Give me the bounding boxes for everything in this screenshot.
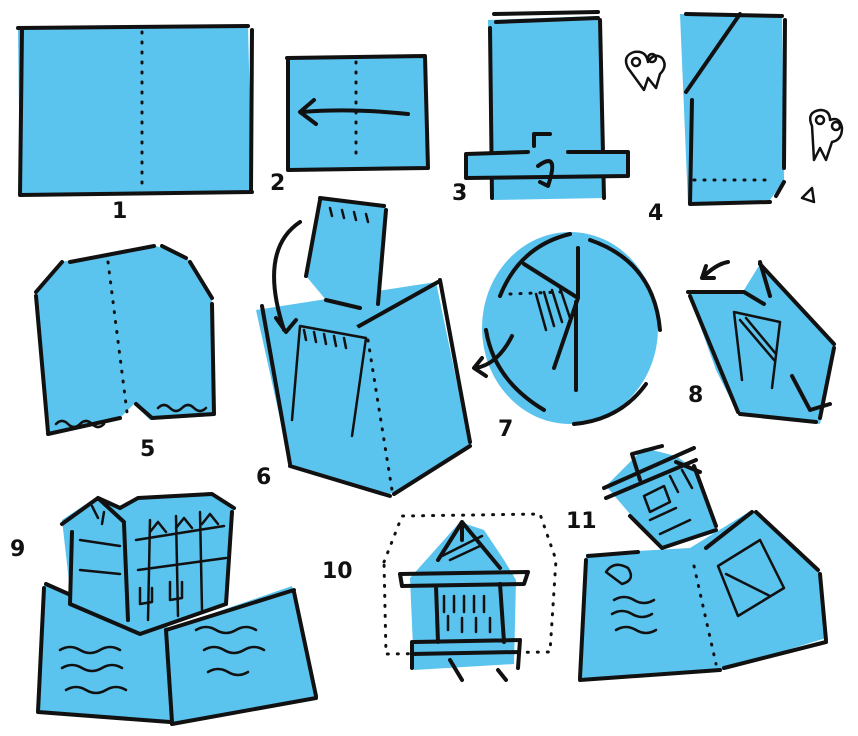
- step-6-card: [256, 198, 470, 496]
- step-3-number: 3: [452, 181, 467, 206]
- step-1-number: 1: [112, 199, 127, 224]
- step-10-number: 10: [322, 559, 353, 584]
- step-5-sheet: [36, 246, 214, 436]
- step-4-sheet: [680, 14, 814, 204]
- step-5-number: 5: [140, 437, 155, 462]
- step-9-book: [36, 492, 318, 724]
- step-8-card: [688, 262, 836, 424]
- pop-up-house-icon: [62, 492, 234, 634]
- step-8-number: 8: [688, 383, 703, 408]
- fold-arrow-icon: [702, 262, 728, 278]
- step-10-cutout: [384, 514, 556, 680]
- scrap-triangle: [802, 188, 814, 202]
- step-1-sheet: [18, 26, 252, 195]
- step-11-number: 11: [566, 509, 597, 534]
- step-4-number: 4: [648, 201, 663, 226]
- step-7-number: 7: [498, 417, 513, 442]
- step-6-number: 6: [256, 465, 271, 490]
- step-9-number: 9: [10, 537, 25, 562]
- step-7-detail: [474, 232, 660, 424]
- pop-up-house-icon: [604, 446, 718, 548]
- step-11-book: [580, 446, 826, 680]
- step-2-sheet: [287, 56, 428, 170]
- step-2-number: 2: [270, 171, 285, 196]
- step-3-sheet: [466, 12, 628, 200]
